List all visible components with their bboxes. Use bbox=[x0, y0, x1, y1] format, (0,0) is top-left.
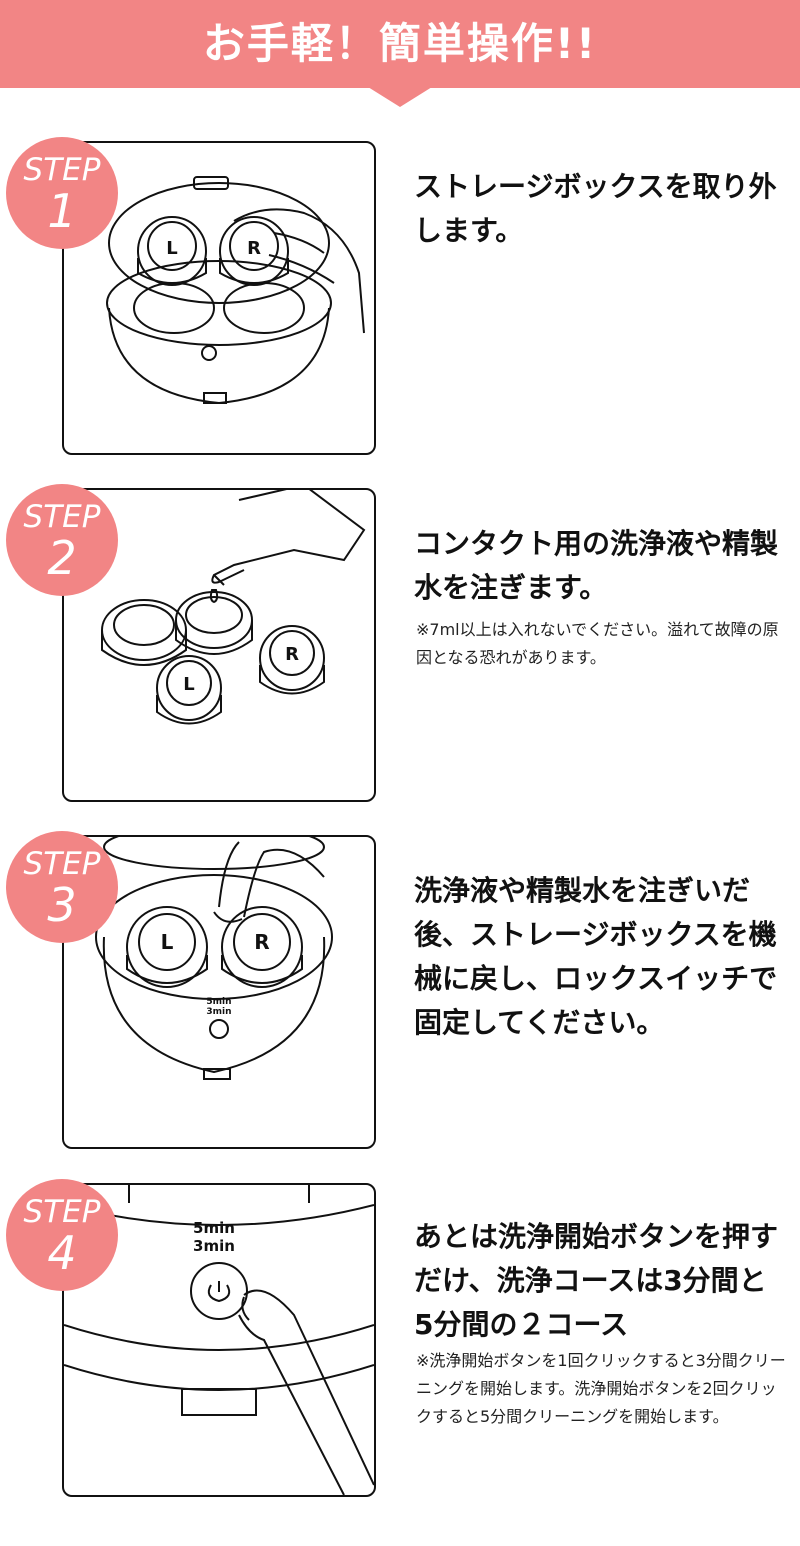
step-2-badge-word: STEP bbox=[23, 499, 101, 535]
step-4-note: ※洗浄開始ボタンを1回クリックすると3分間クリーニングを開始します。洗浄開始ボタ… bbox=[416, 1351, 786, 1426]
step-1-badge: STEP 1 bbox=[6, 137, 118, 249]
step-2-badge-number: 2 bbox=[47, 531, 77, 585]
lens-left-label: L bbox=[161, 930, 174, 954]
step-2-instruction: コンタクト用の洗浄液や精製水を注ぎます。 bbox=[414, 527, 779, 604]
step-4-badge-number: 4 bbox=[47, 1226, 77, 1280]
step-1-badge-word: STEP bbox=[23, 152, 101, 188]
step-4-instruction: あとは洗浄開始ボタンを押すだけ、洗浄コースは3分間と5分間の２コース bbox=[414, 1220, 779, 1341]
step-3-badge-number: 3 bbox=[47, 878, 77, 932]
step-4-badge-word: STEP bbox=[23, 1194, 101, 1230]
lens-right-label: R bbox=[247, 238, 261, 259]
step-3-instruction: 洗浄液や精製水を注ぎいだ後、ストレージボックスを機械に戻し、ロックスイッチで固定… bbox=[414, 874, 778, 1039]
header-banner bbox=[0, 0, 800, 88]
step-3-badge-word: STEP bbox=[23, 846, 101, 882]
step-2-note: ※7ml以上は入れないでください。溢れて故障の原因となる恐れがあります。 bbox=[416, 620, 779, 667]
step-2-badge: STEP 2 bbox=[6, 484, 118, 596]
lens-left-label: L bbox=[183, 674, 194, 695]
timer-5min-label: 5min bbox=[206, 997, 231, 1007]
header-notch bbox=[368, 87, 432, 107]
step-1-instruction: ストレージボックスを取り外します。 bbox=[414, 170, 777, 247]
step-4-badge: STEP 4 bbox=[6, 1179, 118, 1291]
lens-left-label: L bbox=[166, 238, 177, 259]
step-3-badge: STEP 3 bbox=[6, 831, 118, 943]
step-1-badge-number: 1 bbox=[47, 184, 77, 238]
timer-3min-label: 3min bbox=[206, 1007, 231, 1017]
timer-3min-label: 3min bbox=[193, 1237, 235, 1255]
page-title: お手軽！簡単操作!! bbox=[202, 19, 598, 68]
lens-right-label: R bbox=[254, 930, 269, 954]
timer-5min-label: 5min bbox=[193, 1219, 235, 1237]
lens-right-label: R bbox=[285, 644, 299, 665]
